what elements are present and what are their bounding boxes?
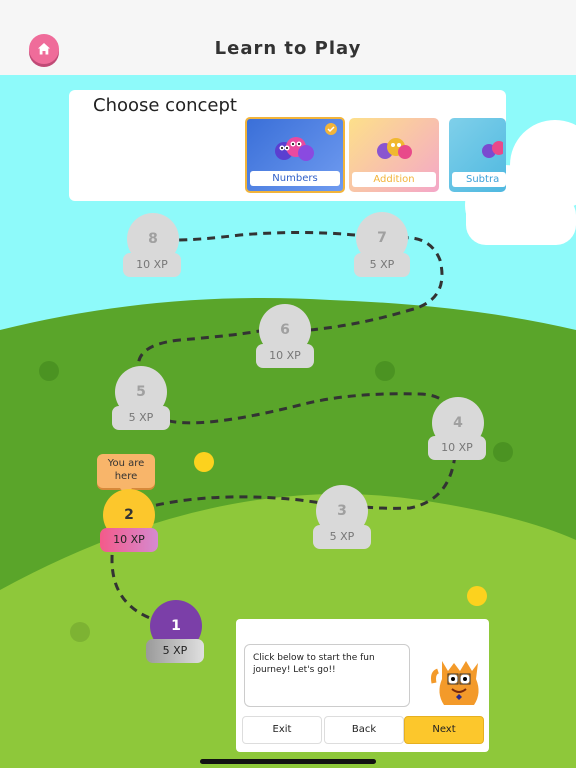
concept-heading: Choose concept <box>93 95 237 116</box>
concept-tile-numbers[interactable]: Numbers <box>245 117 345 193</box>
intro-dialog: Click below to start the fun journey! Le… <box>236 619 489 752</box>
xp-badge: 10 XP <box>428 436 486 460</box>
level-number: 1 <box>171 618 181 634</box>
top-bar: Learn to Play <box>0 0 576 75</box>
orange-monster-mascot <box>431 661 479 705</box>
xp-badge: 5 XP <box>313 525 371 549</box>
concept-label: Subtra <box>452 172 506 187</box>
back-button[interactable]: Back <box>324 716 404 744</box>
concept-tile-addition[interactable]: Addition <box>349 118 439 192</box>
level-number: 7 <box>377 230 387 246</box>
concept-label: Addition <box>352 172 436 187</box>
level-number: 3 <box>337 503 347 519</box>
home-icon <box>38 43 50 55</box>
dialog-message: Click below to start the fun journey! Le… <box>244 644 410 707</box>
level-number: 2 <box>124 507 134 523</box>
level-number: 5 <box>136 384 146 400</box>
concept-tile-subtraction[interactable]: Subtra <box>449 118 506 192</box>
concept-selector: Choose concept Numbers Addition <box>69 90 506 201</box>
addition-monster-icon <box>377 138 412 159</box>
home-button[interactable] <box>29 34 59 64</box>
you-are-here-tooltip: You are here <box>97 454 155 488</box>
xp-badge: 10 XP <box>123 253 181 277</box>
xp-badge: 5 XP <box>354 253 410 277</box>
check-icon <box>325 123 337 135</box>
level-number: 6 <box>280 322 290 338</box>
cloud <box>465 120 576 245</box>
next-button[interactable]: Next <box>404 716 484 744</box>
page-title: Learn to Play <box>214 38 362 59</box>
exit-button[interactable]: Exit <box>242 716 322 744</box>
xp-badge: 5 XP <box>146 639 204 663</box>
home-indicator <box>200 759 376 764</box>
level-number: 4 <box>453 415 463 431</box>
level-number: 8 <box>148 231 158 247</box>
xp-badge: 10 XP <box>100 528 158 552</box>
xp-badge: 10 XP <box>256 344 314 368</box>
numbers-monster-icon <box>275 137 314 161</box>
concept-label: Numbers <box>250 171 340 186</box>
xp-badge: 5 XP <box>112 406 170 430</box>
subtraction-monster-icon <box>482 141 503 158</box>
